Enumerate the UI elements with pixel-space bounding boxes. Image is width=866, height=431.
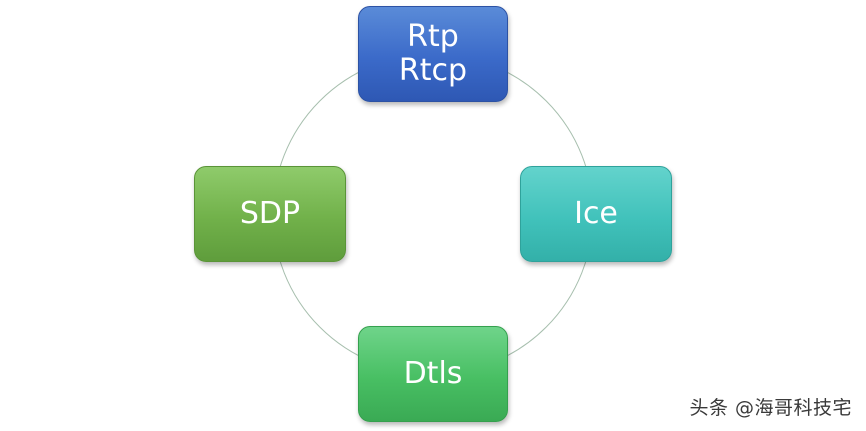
node-label-ice: Ice: [574, 196, 618, 231]
node-ice: Ice: [520, 166, 672, 262]
node-label-dtls: Dtls: [403, 356, 463, 391]
watermark-text: 头条 @海哥科技宅: [689, 397, 852, 419]
node-label-rtcp: Rtcp: [398, 53, 468, 88]
node-dtls: Dtls: [358, 326, 508, 422]
node-label-sdp: SDP: [239, 196, 301, 231]
node-label-rtp: Rtp: [407, 19, 459, 54]
node-sdp: SDP: [194, 166, 346, 262]
node-rtp-rtcp: Rtp Rtcp: [358, 6, 508, 102]
